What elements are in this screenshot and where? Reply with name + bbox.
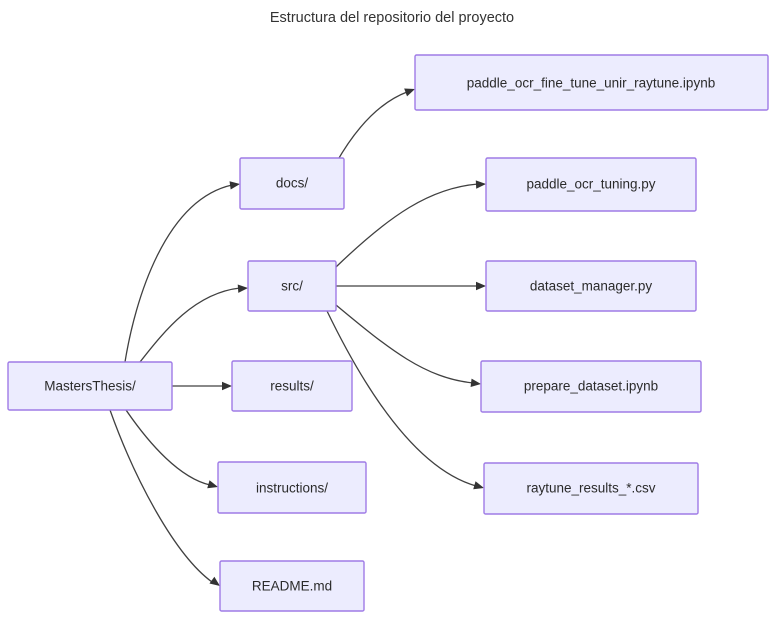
node-label: paddle_ocr_fine_tune_unir_raytune.ipynb bbox=[467, 76, 715, 91]
edge-masters-to-results bbox=[172, 381, 232, 391]
node-box[interactable] bbox=[485, 260, 697, 312]
edges-layer bbox=[109, 88, 486, 586]
edge-arrowhead-icon bbox=[473, 481, 484, 490]
node-src[interactable]: src/ bbox=[247, 260, 337, 312]
edge-arrowhead-icon bbox=[209, 576, 220, 586]
node-label: results/ bbox=[270, 379, 314, 394]
edge-line bbox=[335, 304, 474, 384]
node-py_dataset[interactable]: dataset_manager.py bbox=[485, 260, 697, 312]
edge-arrowhead-icon bbox=[237, 284, 248, 293]
edge-line bbox=[124, 184, 233, 363]
node-instructions[interactable]: instructions/ bbox=[217, 461, 367, 514]
node-label: docs/ bbox=[276, 176, 309, 191]
diagram-title: Estructura del repositorio del proyecto bbox=[270, 10, 514, 26]
edge-src-to-py_dataset bbox=[336, 281, 486, 291]
node-box[interactable] bbox=[485, 157, 697, 212]
edge-masters-to-readme bbox=[109, 409, 220, 586]
edge-arrowhead-icon bbox=[476, 281, 486, 291]
node-csv_raytune[interactable]: raytune_results_*.csv bbox=[483, 462, 699, 515]
edge-arrowhead-icon bbox=[404, 88, 415, 97]
node-box[interactable] bbox=[414, 54, 769, 111]
node-box[interactable] bbox=[239, 157, 345, 210]
edge-arrowhead-icon bbox=[229, 181, 240, 190]
node-label: raytune_results_*.csv bbox=[526, 481, 655, 496]
node-label: instructions/ bbox=[256, 481, 328, 496]
node-box[interactable] bbox=[231, 360, 353, 412]
edge-arrowhead-icon bbox=[222, 381, 232, 391]
node-nb_prepare[interactable]: prepare_dataset.ipynb bbox=[480, 360, 702, 413]
edge-masters-to-src bbox=[139, 284, 248, 363]
node-docs[interactable]: docs/ bbox=[239, 157, 345, 210]
node-label: MastersThesis/ bbox=[44, 379, 136, 394]
node-masters[interactable]: MastersThesis/ bbox=[7, 361, 173, 411]
node-box[interactable] bbox=[480, 360, 702, 413]
node-box[interactable] bbox=[7, 361, 173, 411]
node-label: paddle_ocr_tuning.py bbox=[526, 177, 655, 192]
edge-line bbox=[335, 183, 479, 268]
edge-arrowhead-icon bbox=[470, 378, 481, 387]
edge-masters-to-docs bbox=[124, 181, 240, 363]
edge-arrowhead-icon bbox=[475, 180, 486, 189]
node-box[interactable] bbox=[483, 462, 699, 515]
node-nb_finetune[interactable]: paddle_ocr_fine_tune_unir_raytune.ipynb bbox=[414, 54, 769, 111]
edge-line bbox=[109, 409, 213, 583]
node-box[interactable] bbox=[219, 560, 365, 612]
node-py_tuning[interactable]: paddle_ocr_tuning.py bbox=[485, 157, 697, 212]
edge-line bbox=[326, 310, 477, 487]
edge-line bbox=[139, 287, 241, 363]
edge-arrowhead-icon bbox=[207, 480, 218, 489]
edge-src-to-csv_raytune bbox=[326, 310, 484, 490]
edge-src-to-nb_prepare bbox=[335, 304, 481, 387]
edge-line bbox=[125, 409, 211, 486]
nodes-layer: MastersThesis/docs/src/results/instructi… bbox=[7, 54, 769, 612]
node-label: README.md bbox=[252, 579, 332, 594]
node-box[interactable] bbox=[217, 461, 367, 514]
node-label: src/ bbox=[281, 279, 303, 294]
edge-src-to-py_tuning bbox=[335, 180, 486, 268]
node-label: prepare_dataset.ipynb bbox=[524, 379, 658, 394]
node-box[interactable] bbox=[247, 260, 337, 312]
edge-masters-to-instructions bbox=[125, 409, 218, 489]
node-label: dataset_manager.py bbox=[530, 279, 653, 294]
node-results[interactable]: results/ bbox=[231, 360, 353, 412]
node-readme[interactable]: README.md bbox=[219, 560, 365, 612]
